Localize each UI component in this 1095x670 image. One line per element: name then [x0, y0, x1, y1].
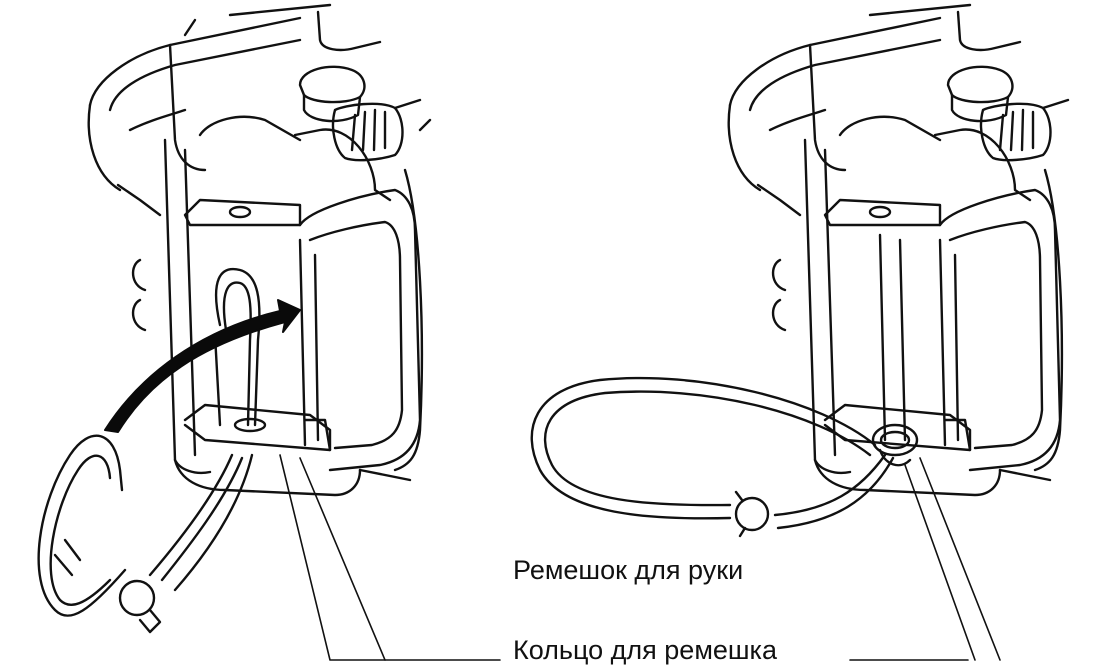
camera-housing-right: [727, 3, 1070, 497]
knob-right: [946, 10, 1070, 162]
strap-ring-label: Кольцо для ремешка: [513, 635, 777, 665]
hand-strap-label: Ремешок для руки: [513, 555, 744, 585]
hand-strap-left: [37, 267, 261, 634]
knob-left: [298, 10, 422, 162]
camera-housing-left: [87, 3, 432, 497]
hand-strap-right: [530, 376, 919, 538]
insert-arrow: [104, 299, 301, 433]
grip-right: [878, 188, 1062, 472]
grip-left: [298, 188, 422, 472]
